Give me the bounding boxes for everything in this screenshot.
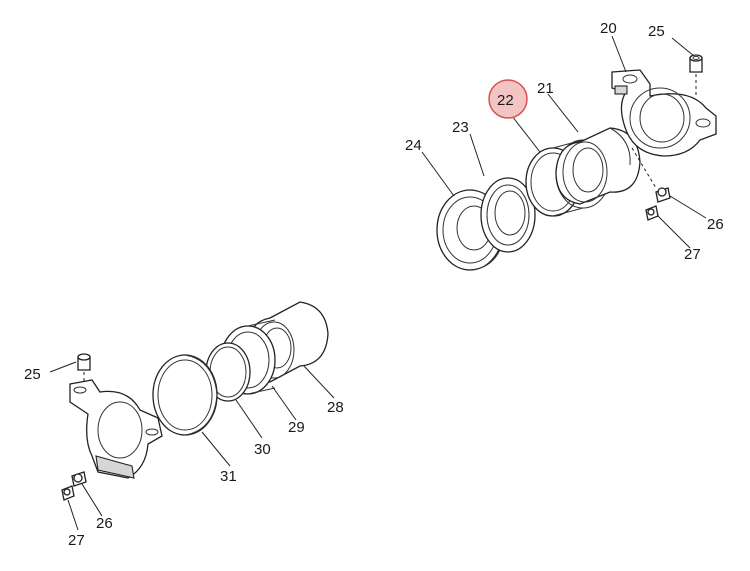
callout-25-top[interactable]: 25	[648, 23, 665, 40]
highlight-circle-22	[488, 79, 528, 119]
callout-30[interactable]: 30	[254, 441, 271, 458]
callout-28[interactable]: 28	[327, 399, 344, 416]
part-25-bolt-top[interactable]	[689, 54, 703, 96]
callout-27-top[interactable]: 27	[684, 246, 701, 263]
callout-24[interactable]: 24	[405, 137, 422, 154]
part-21-bushing[interactable]	[555, 127, 641, 205]
callout-26-top[interactable]: 26	[707, 216, 724, 233]
part-26-grease-fitting-bottom[interactable]	[71, 471, 87, 487]
callout-26-bottom[interactable]: 26	[96, 515, 113, 532]
part-20-clamp-housing[interactable]	[611, 69, 717, 157]
callout-20[interactable]: 20	[600, 20, 617, 37]
callout-29[interactable]: 29	[288, 419, 305, 436]
callout-23[interactable]: 23	[452, 119, 469, 136]
part-26-grease-fitting-top[interactable]	[655, 187, 671, 203]
bottom-assembly	[61, 301, 329, 501]
callout-21[interactable]: 21	[537, 80, 554, 97]
callout-27-bottom[interactable]: 27	[68, 532, 85, 549]
callout-22[interactable]: 22	[497, 92, 514, 109]
top-assembly	[436, 54, 717, 271]
part-27-nipple-bottom[interactable]	[61, 485, 75, 501]
part-clamp-housing-bottom[interactable]	[69, 379, 163, 479]
part-27-nipple-top[interactable]	[645, 205, 659, 221]
callout-31[interactable]: 31	[220, 468, 237, 485]
callout-labels: 20 25 21 22 23 24 26 27 25 28 29 30 31 2…	[24, 20, 724, 549]
callout-25-bottom[interactable]: 25	[24, 366, 41, 383]
part-25-bolt-bottom[interactable]	[77, 353, 91, 384]
part-31-seal-ring[interactable]	[152, 354, 218, 436]
leader-lines	[49, 35, 707, 531]
part-23-seal[interactable]	[480, 177, 536, 253]
